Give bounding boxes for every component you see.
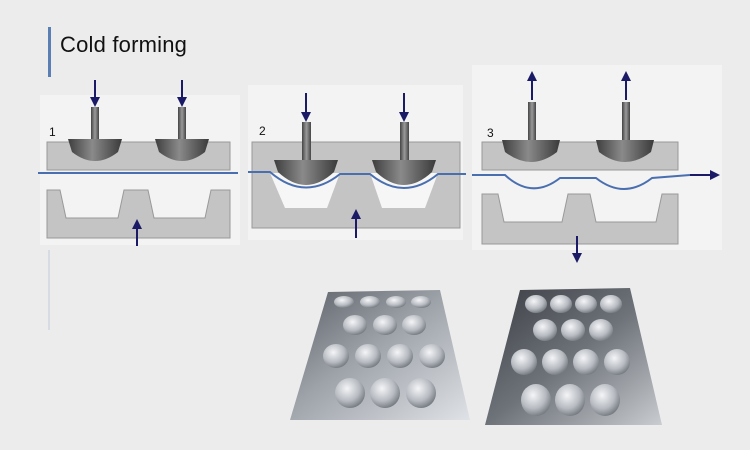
step-3-group (472, 71, 720, 263)
step-2-foil (248, 171, 466, 189)
step-2-label: 2 (259, 124, 266, 138)
step-2-cavity-right (370, 173, 438, 208)
step-1-label: 1 (49, 125, 56, 139)
step-1-punch-left (68, 107, 122, 161)
title-accent-bar (48, 27, 51, 77)
step-3-lower-die (481, 193, 679, 245)
step-2-group (248, 93, 466, 238)
step-2-punch-left (274, 122, 338, 185)
step-3-punch-left (502, 102, 560, 162)
step-3-foil (472, 174, 691, 190)
page-title: Cold forming (60, 32, 188, 57)
decorative-divider (48, 250, 50, 330)
formed-blister-sheet-shallow (290, 290, 470, 420)
step-2-cavity-left (270, 173, 340, 208)
step-3-label: 3 (487, 126, 494, 140)
step-1-punch-right (155, 107, 209, 161)
step-1-lower-die (46, 189, 231, 239)
formed-blister-sheet-deep (485, 288, 662, 425)
step-1-group (38, 80, 238, 246)
step-3-punch-right (596, 102, 654, 162)
step-2-punch-right (372, 122, 436, 185)
